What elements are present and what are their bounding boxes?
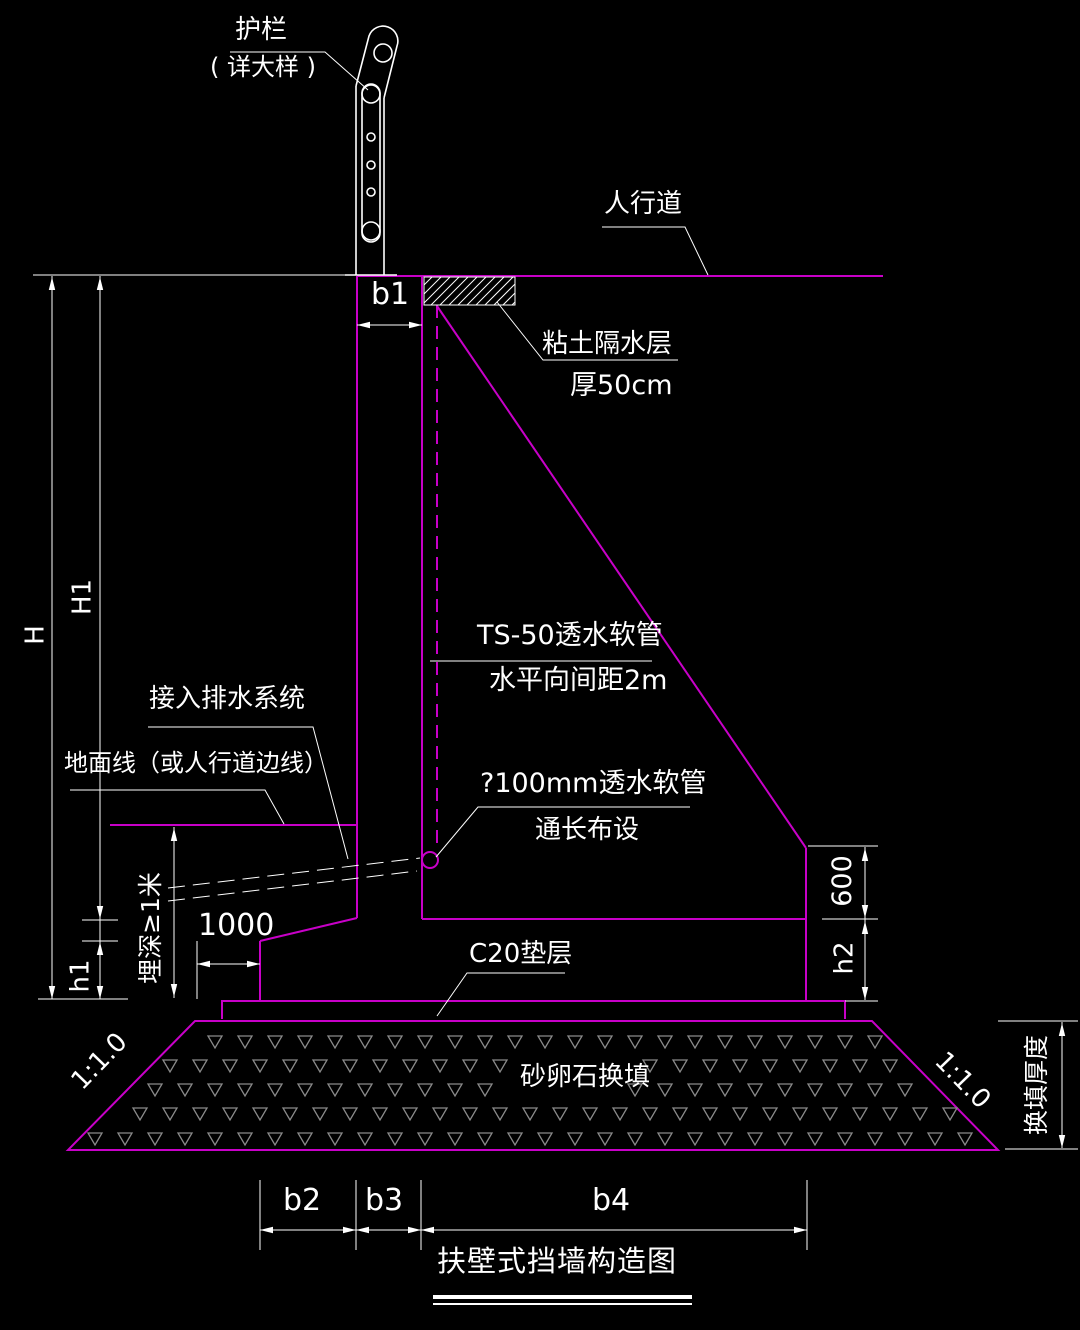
fill-trapezoid [65,1020,1001,1151]
buttress-slope [436,305,807,849]
title-underline-thick [433,1295,692,1299]
title-underline-thin [433,1303,692,1305]
drainage-label: 接入排水系统 [149,684,306,714]
dim-H: H [20,625,51,645]
dim-1000: 1000 [198,908,275,943]
wall-structure-outline [65,275,1001,1151]
dim-b4: b4 [592,1183,631,1218]
ts50-label-line2: 水平向间距2m [489,665,668,696]
clay-layer-label-line1: 粘土隔水层 [542,329,673,359]
gravel-fill-pattern [86,1035,974,1147]
dim-b2: b2 [283,1183,322,1218]
burial-depth-label: 埋深≥1米 [135,872,165,984]
railing-drawing [345,25,399,276]
sidewalk-label: 人行道 [604,189,683,219]
cushion-label: C20垫层 [469,939,573,969]
gravel-fill-label: 砂卵石换填 [520,1062,651,1092]
dim-h1: h1 [65,959,96,993]
fill-thickness-label: 换填厚度 [1021,1034,1051,1136]
pipe-label-line2: 通长布设 [535,815,640,845]
dim-600: 600 [826,855,858,907]
clay-layer-label-line2: 厚50cm [570,370,673,401]
dim-H1: H1 [67,578,98,616]
ground-line-label: 地面线（或人行道边线） [64,749,328,777]
drain-pipe-circle [421,851,439,869]
cushion-outline [221,1000,846,1019]
dim-b1: b1 [371,277,410,312]
dimension-arrows [48,277,1066,1234]
railing-label-line1: 护栏 [235,15,288,45]
dim-b3: b3 [365,1183,404,1218]
dim-h2: h2 [829,941,860,975]
drawing-title: 扶壁式挡墙构造图 [437,1244,678,1278]
toe-slope [259,917,358,942]
railing-label-line2: ( 详大样 ) [210,53,316,81]
ts50-label-line1: TS-50透水软管 [477,620,663,651]
clay-layer-hatch [423,276,516,306]
pipe-label-line1: ?100mm透水软管 [480,768,707,799]
